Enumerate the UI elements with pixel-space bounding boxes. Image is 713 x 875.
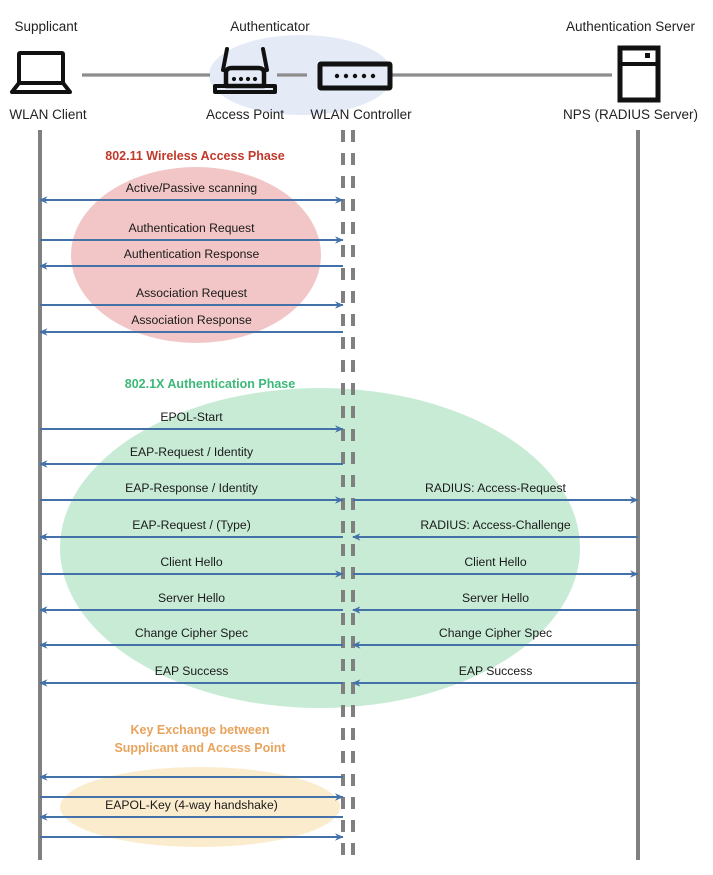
message-label-left-1: Authentication Request: [128, 221, 255, 235]
switch-icon: [317, 61, 393, 91]
phase-8021x-ellipse: [60, 388, 580, 708]
message-label-left-8: EAP-Request / (Type): [132, 518, 251, 532]
message-label-left-6: EAP-Request / Identity: [129, 445, 254, 459]
phase-label-80211-line1: 802.11 Wireless Access Phase: [105, 149, 285, 163]
wireless-router-icon: [213, 47, 277, 94]
phase-label-keyexchange-line1: Key Exchange between: [130, 723, 270, 737]
message-label-right-3: Server Hello: [461, 591, 530, 605]
message-label-right-1: RADIUS: Access-Challenge: [420, 518, 571, 532]
phase-label-80211: 802.11 Wireless Access Phase: [60, 147, 330, 165]
message-label-left-4: Association Response: [131, 313, 252, 327]
phase-label-keyexchange-line2: Supplicant and Access Point: [114, 741, 286, 755]
message-label-left-7: EAP-Response / Identity: [125, 481, 258, 495]
message-label-right-4: Change Cipher Spec: [438, 626, 553, 640]
message-label-left-5: EPOL-Start: [160, 410, 223, 424]
actor-role-authentication-server: Authentication Server: [565, 19, 696, 34]
message-label-right-5: EAP Success: [458, 664, 533, 678]
phase-label-keyexchange: Key Exchange between Supplicant and Acce…: [60, 721, 340, 757]
message-label-left-11: Change Cipher Spec: [134, 626, 249, 640]
phase-label-8021x-line1: 802.1X Authentication Phase: [124, 377, 296, 391]
actor-role-supplicant: Supplicant: [14, 19, 78, 34]
message-arrow-layer: [39, 196, 639, 841]
phase-keyexchange-ellipse: [60, 767, 340, 847]
message-label-left-10: Server Hello: [157, 591, 226, 605]
message-label-left-0: Active/Passive scanning: [125, 181, 258, 195]
phase-80211-ellipse: [71, 167, 321, 343]
actor-device-wlan-client: WLAN Client: [9, 107, 87, 122]
actor-device-wlan-controller: WLAN Controller: [310, 107, 412, 122]
actor-role-authenticator: Authenticator: [230, 19, 310, 34]
actor-device-nps: NPS (RADIUS Server): [562, 107, 699, 122]
laptop-icon: [10, 51, 72, 94]
message-label-left-9: Client Hello: [160, 555, 223, 569]
message-label-right-0: RADIUS: Access-Request: [425, 481, 566, 495]
actor-device-access-point: Access Point: [205, 107, 285, 122]
server-icon: [617, 45, 661, 103]
message-label-left-12: EAP Success: [154, 664, 229, 678]
message-label-left-3: Association Request: [135, 286, 248, 300]
message-label-left-15: EAPOL-Key (4-way handshake): [105, 798, 278, 812]
message-label-right-2: Client Hello: [464, 555, 527, 569]
phase-label-8021x: 802.1X Authentication Phase: [75, 375, 345, 393]
message-label-left-2: Authentication Response: [123, 247, 260, 261]
